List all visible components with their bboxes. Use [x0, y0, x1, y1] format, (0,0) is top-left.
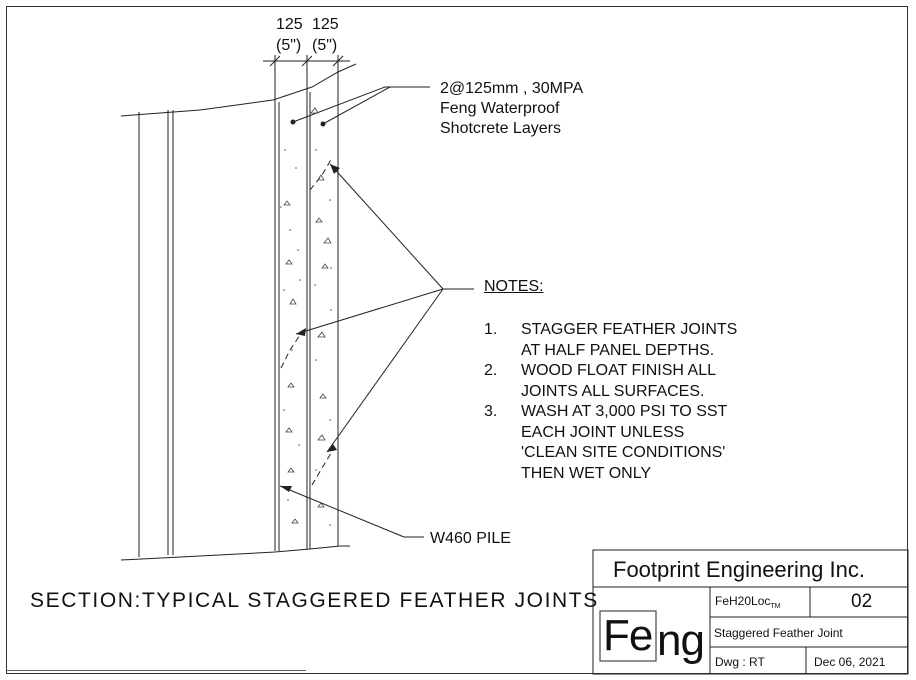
title-block-lines	[592, 549, 909, 675]
dimension-left-value: 125	[276, 16, 303, 33]
feather-joint-1	[309, 157, 333, 191]
dimension-left-inches: (5")	[276, 37, 302, 54]
drawn-by: Dwg : RT	[715, 655, 765, 669]
trademark-mark: TM	[770, 603, 781, 610]
aggregate-dots	[280, 149, 332, 526]
note-number: 2.	[484, 362, 498, 379]
sheet-border	[6, 6, 908, 674]
notes-heading: NOTES:	[484, 278, 544, 295]
leader-shotcrete-2	[322, 86, 391, 125]
logo-fe: Fe	[603, 611, 653, 660]
note-number: 1.	[484, 321, 498, 338]
note-item-3: 3. WASH AT 3,000 PSI TO SST EACH JOINT U…	[484, 402, 737, 484]
callout-shotcrete-line1: 2@125mm , 30MPA	[440, 80, 584, 97]
company-name: Footprint Engineering Inc.	[613, 557, 865, 582]
note-line: JOINTS ALL SURFACES.	[521, 382, 705, 400]
aggregate-hatching	[283, 107, 332, 524]
dimension-right-inches: (5")	[312, 37, 338, 54]
drawing-date: Dec 06, 2021	[814, 655, 886, 669]
callout-pile: W460 PILE	[430, 530, 511, 547]
callout-shotcrete-line3: Shotcrete Layers	[440, 120, 561, 137]
leader-notes-1	[329, 163, 444, 290]
top-break-line	[120, 63, 357, 117]
note-line: STAGGER FEATHER JOINTS	[521, 321, 738, 338]
sheet-number: 02	[851, 591, 873, 612]
cropped-bottom-strip	[6, 670, 306, 675]
arrowhead-3	[327, 444, 337, 452]
arrowhead-2	[296, 328, 306, 336]
leader-shotcrete-1	[292, 86, 386, 123]
note-number: 3.	[484, 403, 498, 420]
dimension-right-value: 125	[312, 16, 339, 33]
note-line: WOOD FLOAT FINISH ALL	[521, 362, 716, 379]
feather-joint-2	[280, 331, 303, 369]
arrowhead-pile	[280, 486, 292, 492]
notes-list: 1. STAGGER FEATHER JOINTS AT HALF PANEL …	[484, 320, 737, 484]
section-title: SECTION:TYPICAL STAGGERED FEATHER JOINTS	[30, 589, 599, 612]
note-line: AT HALF PANEL DEPTHS.	[521, 341, 715, 359]
leader-notes-2	[295, 288, 444, 335]
note-line: THEN WET ONLY	[521, 464, 652, 482]
note-line: WASH AT 3,000 PSI TO SST	[521, 403, 728, 420]
arrowhead-1	[330, 164, 340, 174]
note-line: EACH JOINT UNLESS	[521, 423, 685, 441]
feather-joint-3	[311, 449, 334, 486]
logo-ng: ng	[657, 616, 705, 665]
note-item-2: 2. WOOD FLOAT FINISH ALL JOINTS ALL SURF…	[484, 361, 737, 402]
bottom-break-line	[120, 545, 350, 561]
doc-code: FeH20LocTM	[715, 595, 780, 610]
note-line: 'CLEAN SITE CONDITIONS'	[521, 444, 726, 461]
callout-shotcrete-line2: Feng Waterproof	[440, 100, 560, 117]
leader-notes-3	[326, 288, 444, 453]
doc-code-text: FeH20Loc	[715, 594, 771, 608]
note-item-1: 1. STAGGER FEATHER JOINTS AT HALF PANEL …	[484, 320, 737, 361]
leader-pile	[279, 485, 405, 538]
callout-dot-2	[320, 121, 326, 127]
drawing-name: Staggered Feather Joint	[714, 626, 843, 640]
callout-dot-1	[290, 119, 296, 125]
